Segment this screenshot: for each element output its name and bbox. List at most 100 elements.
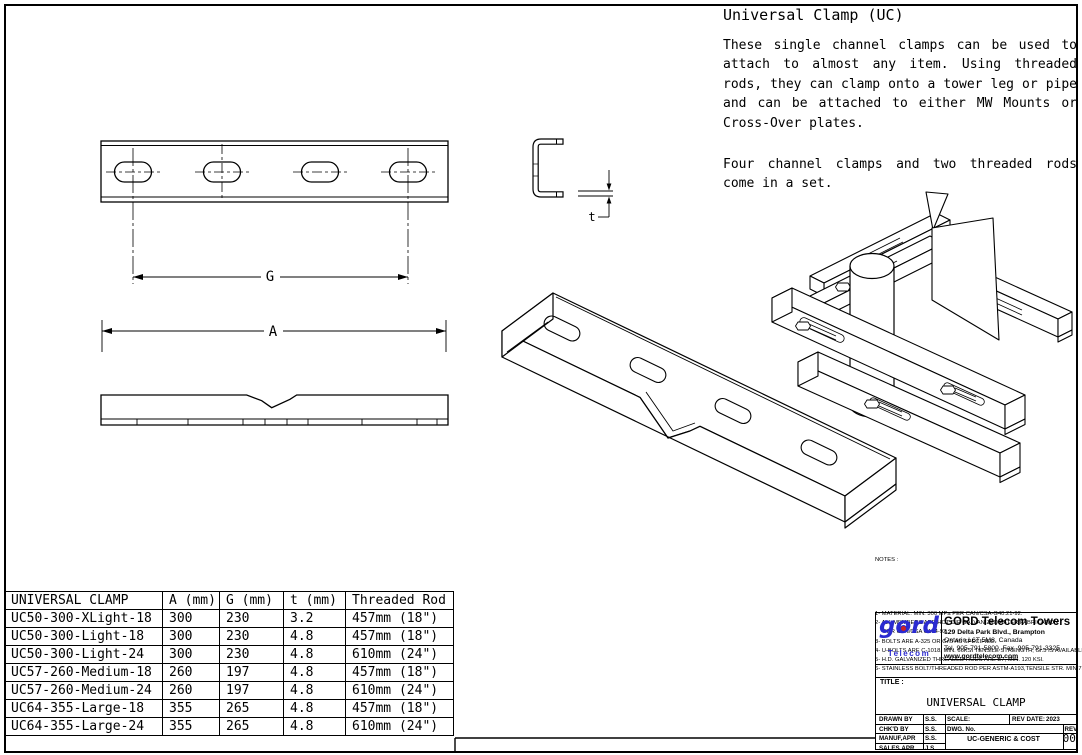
front-view-drawing	[100, 140, 449, 284]
cell-g: 265	[219, 699, 284, 718]
spec-table: UNIVERSAL CLAMP A (mm) G (mm) t (mm) Thr…	[4, 591, 454, 736]
cell-rod: 457mm (18")	[345, 609, 454, 628]
cell-g: 230	[219, 609, 284, 628]
company-address-1: 129 Delta Park Blvd., Brampton	[944, 629, 1045, 636]
title-block: gord Telecom GORD Telecom Towers 129 Del…	[875, 612, 1078, 752]
cell-rod: 610mm (24")	[345, 645, 454, 664]
cell-t: 4.8	[283, 681, 346, 700]
spec-table-body: UC50-300-XLight-18 300 230 3.2 457mm (18…	[4, 609, 454, 736]
bend-ticks	[136, 419, 438, 425]
col-header-t: t (mm)	[283, 591, 346, 610]
logo-wordmark: gord	[878, 613, 940, 639]
notes-block: NOTES : 1- MATERIAL: MIN. 300 MPa PER CA…	[875, 538, 1082, 692]
col-header-name: UNIVERSAL CLAMP	[4, 591, 163, 610]
cell-a: 300	[162, 645, 220, 664]
cell-a: 355	[162, 699, 220, 718]
drawn-by-label: DRAWN BY	[879, 716, 913, 723]
drawn-by-value: S.S.	[925, 716, 937, 723]
rev-value: 00	[1062, 732, 1076, 745]
note-line: 2- ALL MEMBERS ARE HOT DIP GALVANIZED AF…	[875, 620, 1059, 627]
cell-model: UC64-355-Large-24	[4, 717, 163, 736]
top-view-drawing	[100, 394, 449, 426]
cell-a: 300	[162, 627, 220, 646]
table-row: UC64-355-Large-24 355 265 4.8 610mm (24"…	[4, 717, 454, 736]
cell-g: 230	[219, 645, 284, 664]
cell-a: 260	[162, 681, 220, 700]
cell-a: 260	[162, 663, 220, 682]
page-title: Universal Clamp (UC)	[723, 6, 904, 24]
description-line: These single channel clamps can be used …	[723, 38, 1077, 53]
bolt-head	[864, 399, 880, 409]
thickness-detail: t	[578, 170, 613, 224]
description-paragraph-2: Four channel clamps and two threaded rod…	[723, 155, 1077, 194]
rev-date-value: 2023	[1046, 716, 1060, 723]
note-line: 4- U-BOLTS ARE C-1018, MIN. 66KSI TENSIL…	[875, 647, 1082, 654]
cell-model: UC64-355-Large-18	[4, 699, 163, 718]
threaded-rod-bolts	[799, 317, 985, 421]
table-row: UC57-260-Medium-18 260 197 4.8 457mm (18…	[4, 663, 454, 682]
notes-list: 1- MATERIAL: MIN. 300 MPa PER CAN/CSA-G4…	[875, 583, 1082, 673]
rev-date-label: REV DATE:	[1012, 716, 1045, 723]
manuf-appr-label: MANUF,APR	[879, 735, 916, 742]
cell-g: 197	[219, 681, 284, 700]
table-row: UC57-260-Medium-24 260 197 4.8 610mm (24…	[4, 681, 454, 700]
manuf-appr-value: S.S.	[925, 735, 937, 742]
cell-t: 4.8	[283, 663, 346, 682]
cell-model: UC57-260-Medium-18	[4, 663, 163, 682]
table-row: UC64-355-Large-18 355 265 4.8 457mm (18"…	[4, 699, 454, 718]
cell-t: 4.8	[283, 699, 346, 718]
dim-t-label: t	[588, 210, 595, 224]
table-row: UC50-300-XLight-18 300 230 3.2 457mm (18…	[4, 609, 454, 628]
frame-lines	[454, 737, 876, 751]
cell-a: 355	[162, 717, 220, 736]
cell-g: 265	[219, 717, 284, 736]
rev-label: REV	[1064, 725, 1078, 733]
centerlines	[106, 144, 435, 200]
logo-subtitle: Telecom	[887, 649, 931, 658]
dim-g-label: G	[266, 269, 274, 285]
cell-t: 4.8	[283, 627, 346, 646]
dwg-no-value: UC-GENERIC & COST	[967, 736, 1040, 743]
checked-by-value: S.S.	[925, 725, 937, 733]
checked-by-label: CHK'D BY	[879, 725, 909, 733]
mount-plate	[931, 217, 1000, 341]
col-header-g: G (mm)	[219, 591, 284, 610]
description-paragraph-1: These single channel clamps can be used …	[723, 36, 1077, 133]
cell-rod: 610mm (24")	[345, 681, 454, 700]
bolt-head	[835, 282, 851, 292]
col-header-rod: Threaded Rod	[345, 591, 454, 610]
cell-g: 230	[219, 627, 284, 646]
company-phone-fax: Tel. 905-791-5800, Fax. 905-791-3325	[944, 645, 1061, 652]
cell-t: 4.8	[283, 717, 346, 736]
cell-rod: 457mm (18")	[345, 699, 454, 718]
cell-model: UC57-260-Medium-24	[4, 681, 163, 700]
company-name: GORD Telecom Towers	[944, 616, 1071, 628]
dimension-a: A	[101, 320, 447, 352]
cell-rod: 457mm (18")	[345, 627, 454, 646]
dimension-g: G	[133, 266, 408, 285]
table-row: UC50-300-Light-18 300 230 4.8 457mm (18"…	[4, 627, 454, 646]
cell-g: 197	[219, 663, 284, 682]
description-line: and can be attached to either MW Mounts …	[723, 96, 1077, 112]
cell-t: 4.8	[283, 645, 346, 664]
drawing-title: UNIVERSAL CLAMP	[926, 696, 1026, 709]
scale-label: SCALE:	[947, 716, 971, 723]
logo-dot-icon	[900, 625, 907, 632]
cell-rod: 457mm (18")	[345, 663, 454, 682]
description-line: attach to almost any item. Using threade…	[723, 57, 1077, 73]
cell-t: 3.2	[283, 609, 346, 628]
sales-appr-label: SALES.APR	[879, 744, 915, 752]
company-address-2: Ontario L6T 5M8, Canada	[944, 637, 1023, 644]
description-line: come in a set.	[723, 176, 833, 192]
bolt-head	[795, 321, 811, 331]
gusset-plate	[925, 191, 949, 231]
company-website: www.gordtelecom.com	[944, 653, 1019, 660]
bolt-head	[940, 385, 956, 395]
title-label: TITLE :	[880, 679, 904, 686]
notes-heading: NOTES :	[875, 557, 899, 564]
description-line: rods, they can clamp onto a tower leg or…	[723, 76, 1077, 92]
isometric-clamp-drawing	[501, 292, 897, 529]
col-header-a: A (mm)	[162, 591, 220, 610]
